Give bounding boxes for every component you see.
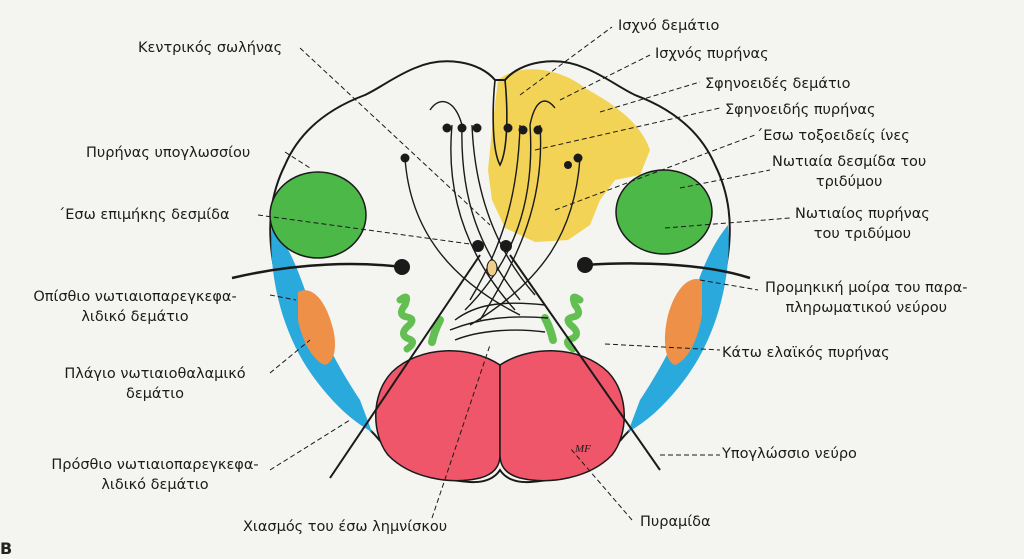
label-pyramida: Πυραμίδα <box>640 514 711 530</box>
olive-left <box>396 293 416 353</box>
mlf-dot-right <box>500 240 512 252</box>
central-canal <box>486 259 498 277</box>
internal-arcuate-fibers <box>404 100 581 341</box>
label-ischno-dematio: Ισχνό δεμάτιο <box>618 18 720 34</box>
label-eso-toxoeideis: ΄Εσω τοξοειδείς ίνες <box>756 128 910 144</box>
label-pyrinas-ypoglossiou: Πυρήνας υπογλωσσίου <box>86 145 251 161</box>
label-notiaia-desmida: Νωτιαία δεσμίδα του τριδύμου <box>772 154 927 190</box>
pyramid-left <box>375 350 501 482</box>
label-ypoglossio-neyro: Υπογλώσσιο νεύρο <box>722 446 857 462</box>
leader-lines <box>257 26 791 521</box>
label-ischnos-pyrinas: Ισχνός πυρήνας <box>655 46 769 62</box>
olive-accessory-left <box>428 316 444 346</box>
blue-tract-right <box>628 225 729 432</box>
artist-signature: MF <box>574 443 591 455</box>
green-nucleus-right <box>615 169 713 255</box>
accessory-nerve-left <box>231 262 403 280</box>
hypoglossal-line-right <box>509 254 661 471</box>
green-nucleus-left <box>269 171 367 259</box>
label-kentrikos-solinas: Κεντρικός σωλήνας <box>138 40 283 56</box>
pyramid-right <box>499 350 625 482</box>
medulla-outline <box>269 60 731 484</box>
posterior-median-sulcus <box>492 79 508 167</box>
label-notiaios-pyrinas: Νωτιαίος πυρήνας του τριδύμου <box>795 206 930 242</box>
label-kato-elaikos: Κάτω ελαϊκός πυρήνας <box>722 345 890 361</box>
orange-tract-left <box>298 290 336 365</box>
label-promikiki-moira: Προμηκική μοίρα του παρα- πληρωματικού ν… <box>765 280 968 316</box>
label-eso-epimikis: ΄Εσω επιμήκης δεσμίδα <box>58 207 230 223</box>
label-plagio: Πλάγιο νωτιαιοθαλαμικό δεμάτιο <box>64 366 246 402</box>
label-chiasmos: Χιασμός του έσω λημνίσκου <box>243 519 448 535</box>
blue-tract-left <box>271 225 372 432</box>
hypoglossal-line-left <box>329 254 481 479</box>
label-sfinoeides-dematio: Σφηνοειδές δεμάτιο <box>705 76 851 92</box>
nucleus-cells <box>400 123 583 169</box>
label-prosthio: Πρόσθιο νωτιαιοπαρεγκεφα- λιδικό δεμάτιο <box>51 457 259 493</box>
label-sfinoeidis-pyrinas: Σφηνοειδής πυρήνας <box>725 102 876 118</box>
label-opisthio: Οπίσθιο νωτιαιοπαρεγκεφα- λιδικό δεμάτιο <box>33 289 237 325</box>
olive-accessory-right <box>541 314 557 344</box>
accessory-nerve-right <box>584 262 751 280</box>
mlf-dot-left <box>472 240 484 252</box>
orange-tract-right <box>664 279 702 365</box>
figure-letter: B <box>0 539 13 558</box>
fasciculus-yellow-region <box>488 69 650 242</box>
